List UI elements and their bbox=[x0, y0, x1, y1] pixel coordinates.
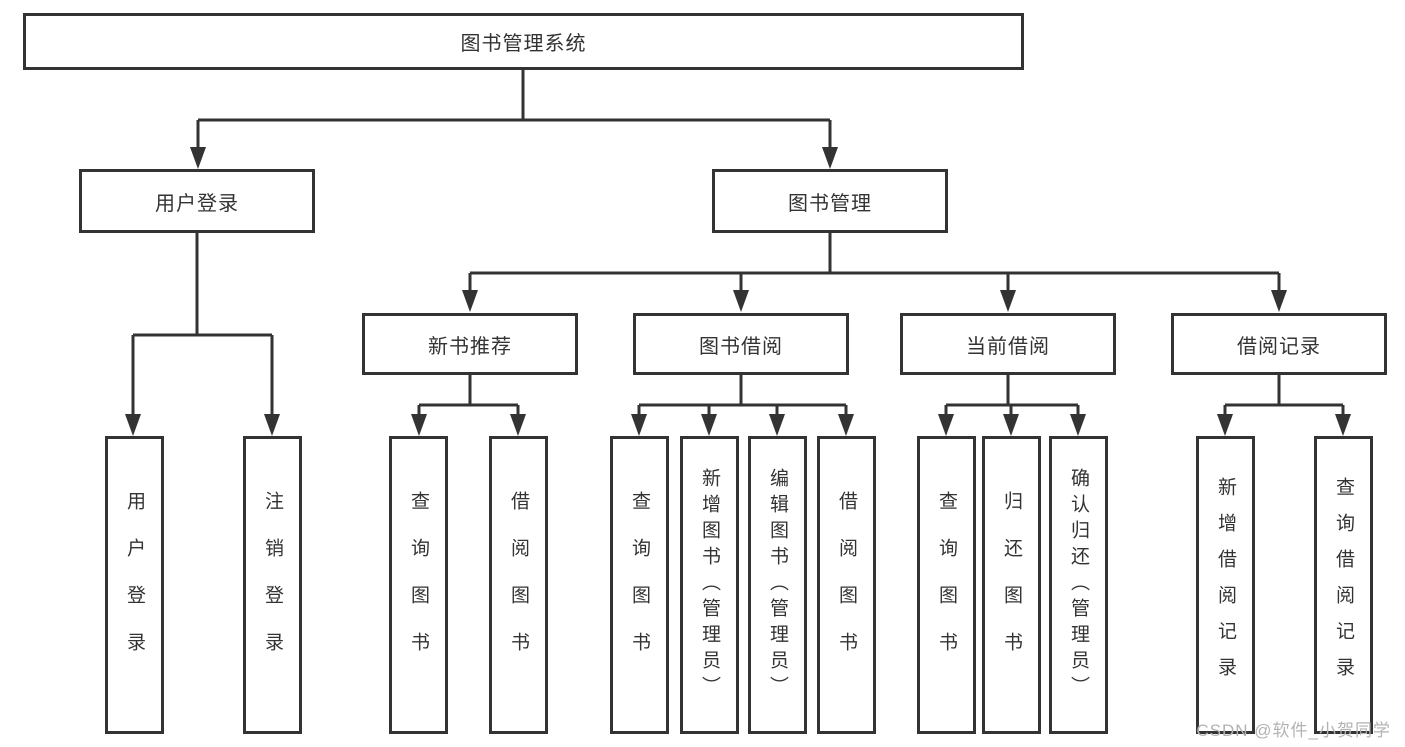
leaf-query-books-borrow: 查询图书 bbox=[610, 436, 669, 734]
leaf-query-borrow-record: 查询借阅记录 bbox=[1314, 436, 1373, 734]
node-borrowing-records: 借阅记录 bbox=[1171, 313, 1387, 375]
leaf-return-books: 归还图书 bbox=[982, 436, 1041, 734]
leaf-borrow-books: 借阅图书 bbox=[817, 436, 876, 734]
node-book-borrowing: 图书借阅 bbox=[633, 313, 849, 375]
node-new-book-recommendation: 新书推荐 bbox=[362, 313, 578, 375]
leaf-add-borrow-record: 新增借阅记录 bbox=[1196, 436, 1255, 734]
leaf-logout: 注销登录 bbox=[243, 436, 302, 734]
node-book-management: 图书管理 bbox=[712, 169, 948, 233]
leaf-query-books-current: 查询图书 bbox=[917, 436, 976, 734]
node-root-library-system: 图书管理系统 bbox=[23, 13, 1024, 70]
leaf-add-books-admin: 新增图书（管理员） bbox=[680, 436, 739, 734]
csdn-watermark: CSDN @软件_小贺同学 bbox=[1196, 721, 1391, 740]
leaf-user-login: 用户登录 bbox=[105, 436, 164, 734]
leaf-query-books-recommend: 查询图书 bbox=[389, 436, 448, 734]
leaf-confirm-return-admin: 确认归还（管理员） bbox=[1049, 436, 1108, 734]
node-current-borrowing: 当前借阅 bbox=[900, 313, 1116, 375]
node-user-login: 用户登录 bbox=[79, 169, 315, 233]
leaf-edit-books-admin: 编辑图书（管理员） bbox=[748, 436, 807, 734]
leaf-borrow-books-recommend: 借阅图书 bbox=[489, 436, 548, 734]
